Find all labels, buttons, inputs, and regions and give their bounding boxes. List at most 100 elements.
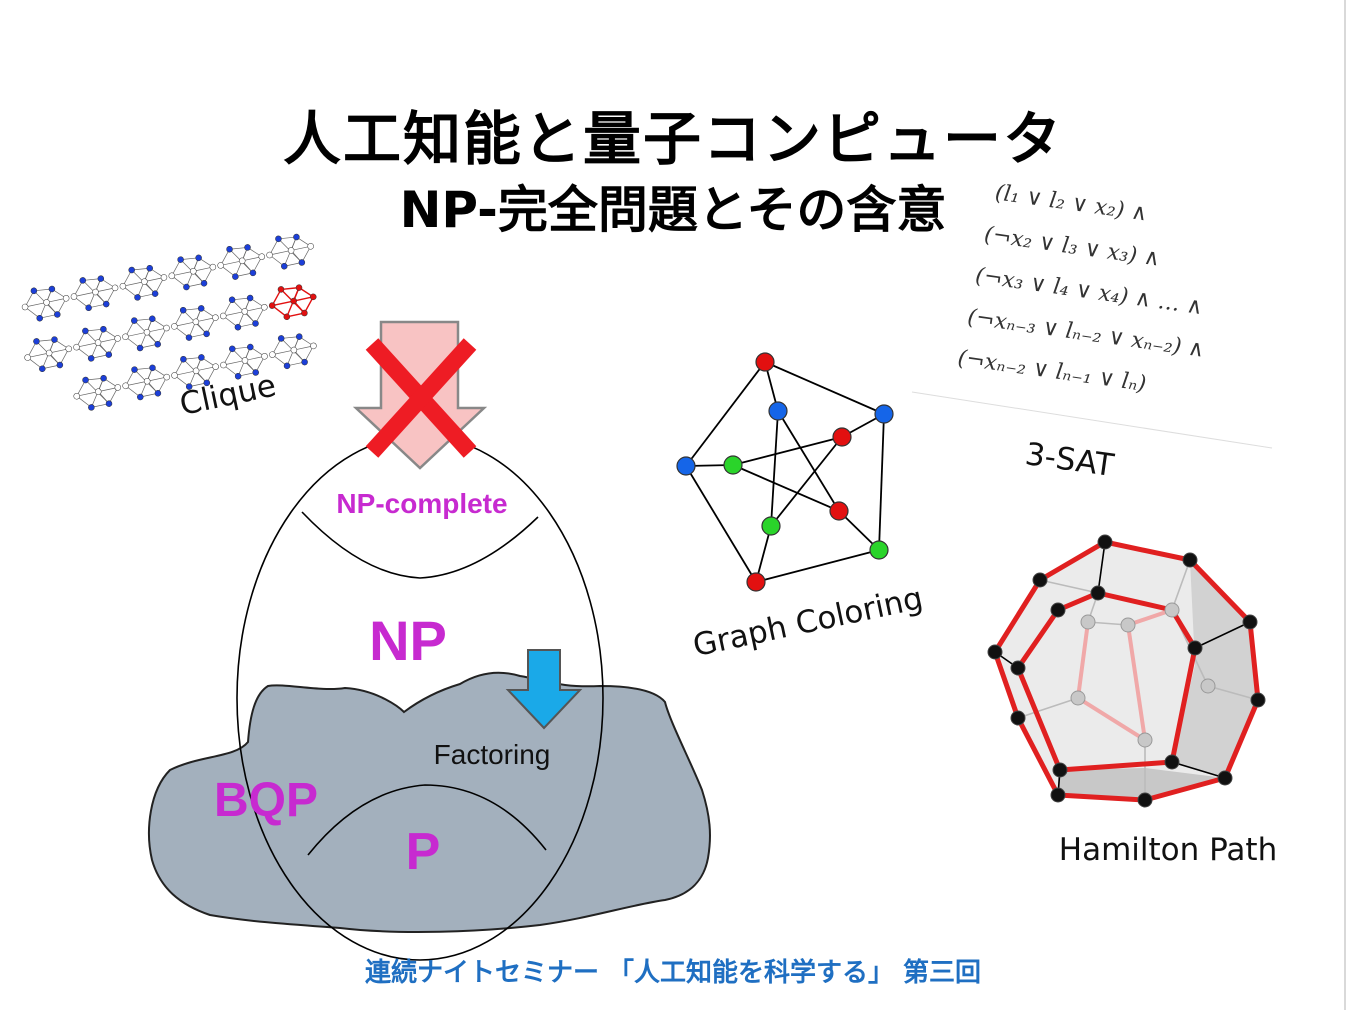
clique-node [143, 328, 151, 336]
clique-node [131, 366, 138, 373]
clique-node [160, 274, 168, 281]
clique-node [177, 256, 184, 263]
clique-node [203, 379, 211, 387]
clique-node [39, 365, 46, 373]
clique-node [229, 345, 236, 353]
clique-node [293, 233, 300, 241]
clique-node [85, 304, 92, 312]
clique-node [258, 253, 266, 260]
clique-node [298, 259, 306, 266]
clique-node [168, 272, 176, 280]
formula-line-5: (¬xₙ₋₂ ∨ lₙ₋₁ ∨ lₙ) [956, 346, 1148, 397]
clique-node [241, 308, 249, 315]
clique-node [146, 264, 153, 272]
clique-node [244, 244, 251, 251]
clique-node [179, 306, 187, 314]
clique-edge [244, 306, 265, 312]
clique-node [54, 311, 61, 318]
clique-node [252, 369, 259, 376]
clique-edge [98, 387, 118, 392]
clique-node [134, 294, 141, 301]
np-label: NP [369, 609, 447, 672]
clique-node [238, 257, 246, 265]
slide-subtitle: NP-完全問題とその含意 [399, 181, 947, 239]
clique-node [119, 282, 127, 290]
clique-node [180, 355, 187, 363]
clique-node [70, 293, 78, 300]
clique-edge [125, 380, 148, 387]
clique-node [217, 262, 224, 269]
clique-node [198, 354, 205, 361]
clique-edge [195, 366, 216, 372]
formula-line-1: (l₁ ∨ l₂ ∨ x₂) ∧ [994, 180, 1149, 226]
clique-node [21, 303, 29, 311]
clique-node [203, 330, 210, 338]
factoring-label: Factoring [434, 739, 551, 770]
clique-node [143, 377, 151, 385]
clique-node [171, 323, 178, 330]
clique-node [56, 361, 64, 369]
hamilton-label: Hamilton Path [1059, 832, 1277, 868]
clique-node [171, 372, 178, 379]
clique-node [209, 263, 217, 271]
clique-node [30, 287, 38, 295]
clique-edge [171, 270, 194, 277]
clique-node [266, 251, 273, 259]
clique-edge [223, 360, 246, 366]
clique-node [268, 302, 276, 309]
clique-edge [76, 391, 99, 397]
np-complete-label: NP-complete [336, 488, 507, 519]
clique-edge [125, 331, 148, 338]
clique-edge [76, 342, 99, 348]
clique-node [131, 317, 138, 324]
clique-edge [293, 345, 314, 351]
clique-node [163, 324, 170, 332]
clique-node [24, 354, 31, 361]
clique-node [197, 305, 205, 312]
np-complete-boundary [301, 511, 539, 579]
clique-node [163, 373, 170, 381]
clique-node [249, 269, 257, 277]
sat-label: 3-SAT [1023, 436, 1117, 484]
clique-edge [97, 338, 118, 343]
formula-line-2: (¬x₂ ∨ l₃ ∨ x₃) ∧ [983, 222, 1162, 271]
clique-node [290, 297, 297, 305]
clique-node [151, 290, 159, 297]
clique-node [301, 358, 308, 366]
footer-text: 連続ナイトセミナー 「人工知能を科学する」 第三回 [364, 958, 982, 988]
clique-node [295, 333, 303, 340]
slide-edge [1344, 0, 1346, 1010]
clique-node [183, 283, 190, 291]
clique-node [154, 390, 162, 397]
clique-node [95, 388, 102, 395]
clique-edge [242, 256, 262, 262]
factoring-arrow [505, 649, 583, 730]
clique-node [97, 275, 105, 282]
clique-edge [272, 300, 294, 307]
clique-node [195, 254, 202, 262]
clique-node [220, 312, 227, 320]
slide-title: 人工知能と量子コンピュータ [282, 105, 1063, 173]
clique-node [45, 349, 53, 357]
clique-edge [291, 245, 311, 251]
clique-edge [223, 311, 245, 317]
clique-node [310, 342, 317, 350]
clique-node [149, 315, 156, 323]
clique-edge [147, 376, 167, 382]
clique-node [111, 284, 119, 292]
dodecahedron [987, 534, 1266, 808]
clique-node [137, 393, 144, 401]
clique-edge [293, 296, 314, 302]
clique-node [136, 344, 144, 352]
clique-node [105, 351, 113, 358]
clique-node [82, 327, 89, 335]
clique-node [277, 286, 285, 293]
clique-node [128, 266, 135, 274]
clique-node [261, 304, 268, 311]
formula-underline [911, 391, 1273, 449]
clique-node [36, 314, 43, 322]
clique-node [269, 351, 276, 358]
clique-node [51, 336, 58, 343]
clique-node [275, 235, 282, 243]
clique-node [287, 247, 295, 254]
